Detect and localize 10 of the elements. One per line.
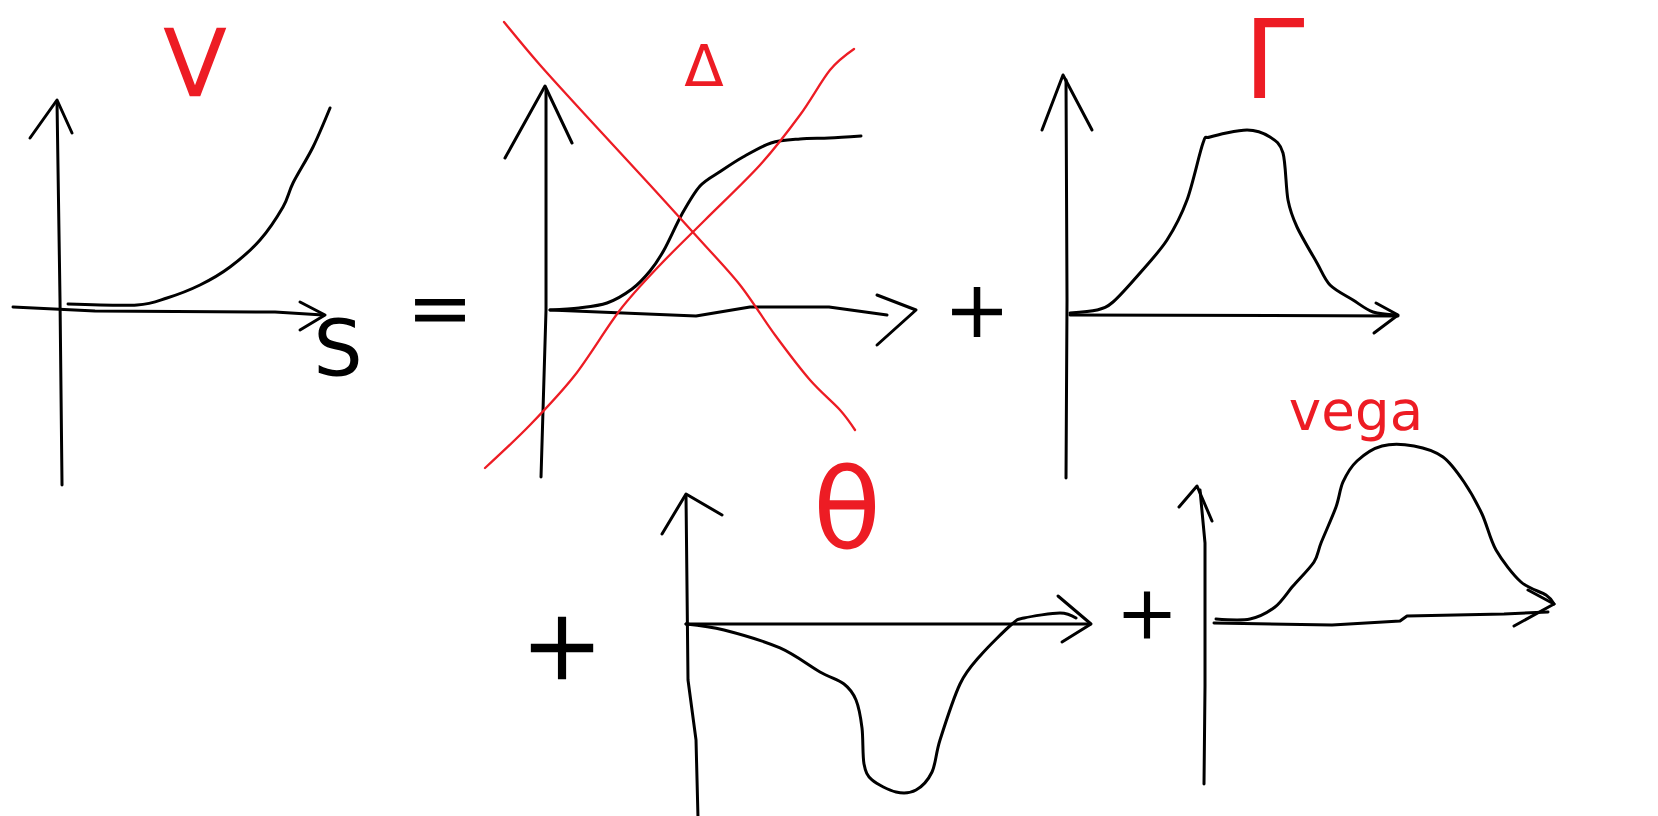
panel-label: θ	[819, 462, 876, 550]
plus-sign: +	[952, 287, 1002, 337]
panel-label: Δ	[684, 43, 724, 87]
equals-sign: =	[415, 298, 465, 322]
panel-label: Γ	[1254, 18, 1304, 98]
plus-sign: +	[1123, 591, 1171, 639]
panel-label: V	[163, 27, 227, 97]
panel-label: vega	[1290, 399, 1419, 442]
plus-sign: +	[530, 616, 594, 680]
axis-label: S	[318, 317, 359, 377]
